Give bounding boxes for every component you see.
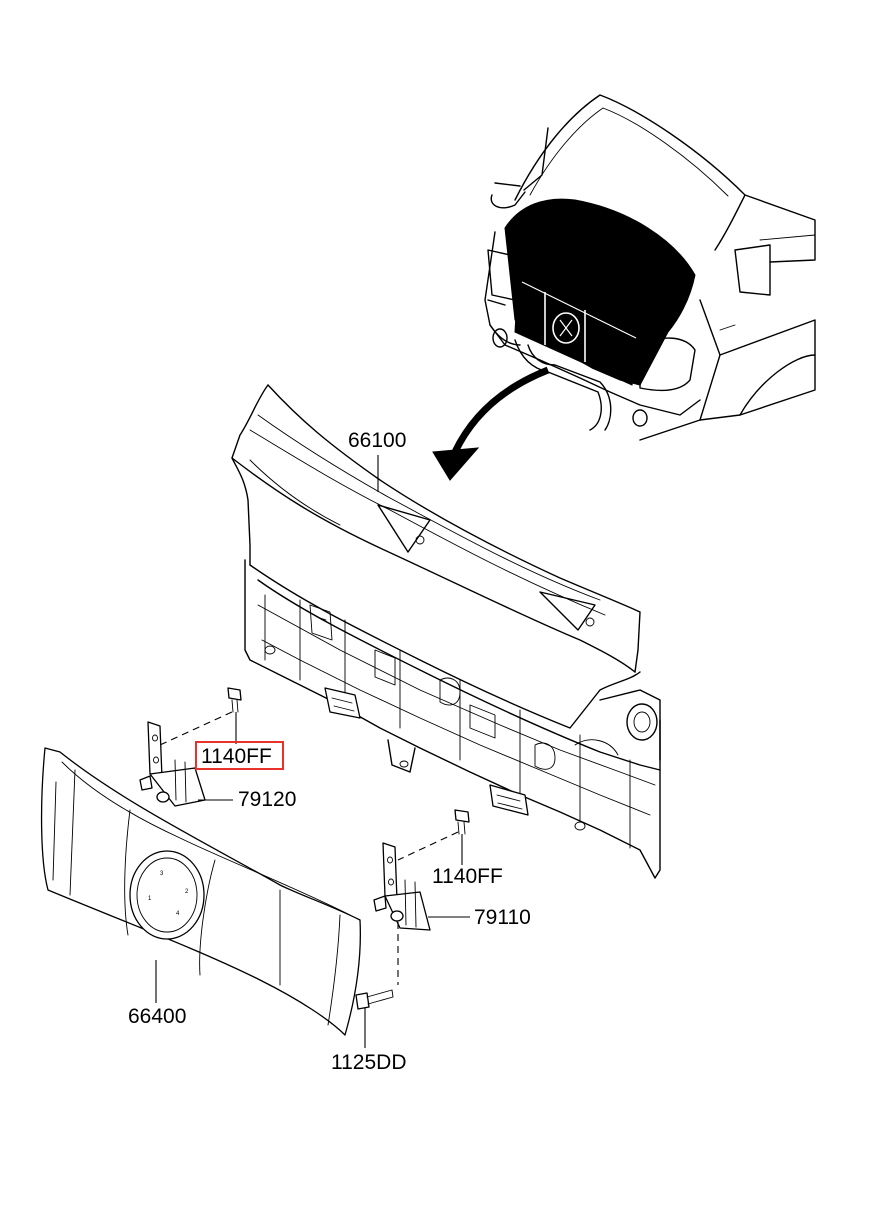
svg-text:4: 4 — [176, 911, 180, 917]
leader-lines — [155, 455, 470, 1048]
hood-panel — [231, 384, 641, 729]
part-label-bracket-bolt-right[interactable]: 1140FF — [432, 865, 503, 888]
svg-text:2: 2 — [185, 889, 189, 895]
svg-text:3: 3 — [160, 871, 164, 877]
part-label-hinge-right[interactable]: 79110 — [474, 906, 531, 929]
radiator-grille: 3 2 1 4 — [40, 747, 361, 1036]
svg-text:1: 1 — [148, 896, 152, 902]
part-label-hood[interactable]: 66100 — [348, 429, 406, 452]
left-hinge-assembly — [139, 687, 242, 807]
selected-part-highlight — [195, 741, 284, 770]
part-label-hinge-left[interactable]: 79120 — [238, 788, 296, 811]
part-label-bracket-bolt-left[interactable]: 1140FF — [201, 745, 272, 768]
van-illustration — [484, 94, 816, 441]
part-label-hinge-bolt[interactable]: 1125DD — [331, 1051, 407, 1074]
part-label-grille[interactable]: 66400 — [128, 1005, 186, 1028]
front-panel-frame — [244, 559, 661, 879]
right-hinge-assembly — [355, 809, 470, 1010]
direction-arrow — [432, 366, 550, 481]
